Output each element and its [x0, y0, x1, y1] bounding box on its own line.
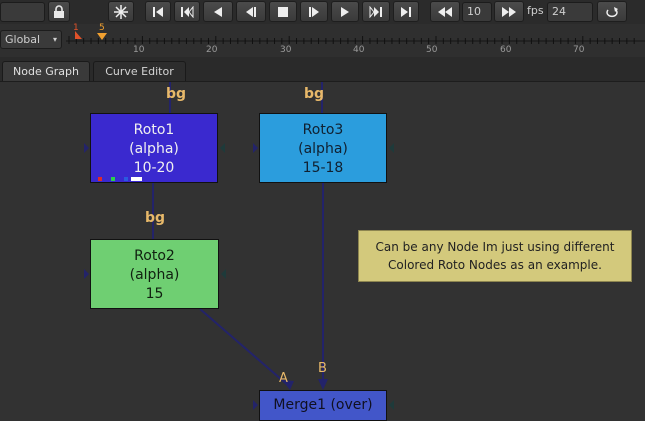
timeline-scope-dropdown[interactable]: Global ▾ [0, 30, 62, 49]
node-roto3[interactable]: Roto3 (alpha) 15-18 [259, 113, 387, 183]
node-channels: (alpha) [129, 267, 180, 283]
merge-b-arrowhead [318, 379, 328, 390]
next-frame-button[interactable] [300, 1, 328, 22]
tick-label: 30 [280, 45, 292, 55]
roto3-output-handle[interactable] [389, 143, 394, 153]
loop-mode-button[interactable] [597, 1, 627, 22]
green-channel-indicator [111, 177, 115, 181]
tick-label: 60 [500, 45, 512, 55]
skip-to-start-icon [153, 6, 163, 17]
node-frame-range: 10-20 [133, 160, 175, 176]
node-title: Roto2 [134, 248, 175, 264]
roto2-bg-label: bg [145, 210, 166, 226]
frame-increment-input[interactable]: 10 [462, 2, 492, 22]
node-title: Merge1 (over) [273, 397, 373, 413]
loop-icon [606, 6, 618, 17]
tick-label: 40 [353, 45, 365, 55]
merge-a-input-label: A [279, 371, 288, 386]
merge-b-input-label: B [318, 361, 327, 376]
timeline-ruler[interactable] [66, 24, 645, 57]
node-roto2[interactable]: Roto2 (alpha) 15 [90, 239, 219, 309]
current-frame-label: 5 [99, 23, 105, 33]
timeline-tick-labels: 10 20 30 40 50 60 70 [66, 45, 645, 57]
play-backward-button[interactable] [203, 1, 233, 22]
transport-bar: 10 fps 24 [0, 0, 645, 24]
step-forward-frame-icon [309, 6, 319, 17]
stop-icon [278, 6, 288, 17]
roto1-bg-label: bg [166, 86, 187, 102]
node-title: Roto3 [302, 122, 344, 138]
node-channels: (alpha) [298, 141, 348, 157]
forward-increment-button[interactable] [494, 1, 524, 22]
fps-input[interactable]: 24 [547, 2, 593, 22]
snowflake-icon [114, 4, 128, 19]
rewind-increment-icon [438, 6, 452, 17]
play-backward-icon [214, 6, 222, 17]
skip-to-start-button[interactable] [145, 1, 171, 22]
current-frame-marker[interactable] [97, 33, 107, 40]
skip-to-end-icon [401, 6, 411, 17]
alpha-channel-indicator [131, 177, 142, 181]
roto2-mask-input[interactable] [84, 269, 89, 279]
step-back-key-icon [181, 5, 194, 18]
node-merge1[interactable]: Merge1 (over) [259, 390, 387, 421]
forward-increment-icon [502, 6, 516, 17]
merge-a-pipe [199, 308, 291, 388]
node-frame-range: 15-18 [302, 160, 344, 176]
stop-button[interactable] [269, 1, 297, 22]
red-channel-indicator [98, 177, 102, 181]
sticky-note-line: Colored Roto Nodes as an example. [388, 258, 602, 272]
roto3-bg-label: bg [304, 86, 325, 102]
next-keyframe-button[interactable] [362, 1, 390, 22]
merge-a-arrowhead [282, 380, 294, 390]
roto1-mask-input[interactable] [84, 143, 89, 153]
node-frame-range: 15 [145, 286, 164, 302]
node-channels: (alpha) [129, 141, 179, 157]
chevron-down-icon: ▾ [52, 35, 57, 44]
panel-tab-bar: Node Graph Curve Editor [0, 57, 645, 82]
freeze-button[interactable] [108, 1, 134, 22]
tick-label: 10 [133, 45, 145, 55]
roto1-output-handle[interactable] [220, 143, 225, 153]
lock-icon [54, 5, 64, 18]
tab-curve-editor[interactable]: Curve Editor [93, 61, 186, 81]
node-roto1[interactable]: Roto1 (alpha) 10-20 [90, 113, 218, 183]
blue-channel-indicator [124, 177, 128, 181]
node-connections [152, 82, 328, 390]
node-title: Roto1 [133, 122, 175, 138]
viewer-input-field[interactable] [0, 2, 45, 22]
node-graph-canvas[interactable]: bg bg bg A B Roto1 (alpha) 10-20 Roto3 (… [0, 82, 645, 421]
roto2-output-handle[interactable] [221, 269, 226, 279]
sticky-note-line: Can be any Node Im just using different [375, 240, 615, 254]
tab-node-graph[interactable]: Node Graph [2, 61, 90, 81]
lock-button[interactable] [48, 1, 70, 22]
tick-label: 50 [426, 45, 438, 55]
start-frame-marker[interactable] [75, 31, 82, 39]
play-forward-button[interactable] [331, 1, 359, 22]
tick-label: 70 [573, 45, 585, 55]
merge1-mask-input[interactable] [253, 400, 258, 410]
step-back-frame-icon [246, 6, 256, 17]
rewind-increment-button[interactable] [430, 1, 460, 22]
previous-keyframe-button[interactable] [174, 1, 200, 22]
skip-to-end-button[interactable] [393, 1, 419, 22]
play-forward-icon [341, 6, 349, 17]
roto3-mask-input[interactable] [253, 143, 258, 153]
start-frame-label: 1 [73, 23, 79, 33]
step-forward-key-icon [369, 5, 382, 18]
fps-label: fps [527, 4, 544, 17]
merge1-output-handle[interactable] [389, 400, 394, 410]
scope-label: Global [5, 33, 41, 46]
previous-frame-button[interactable] [236, 1, 266, 22]
tick-label: 20 [206, 45, 218, 55]
sticky-note[interactable]: Can be any Node Im just using different … [358, 230, 632, 282]
